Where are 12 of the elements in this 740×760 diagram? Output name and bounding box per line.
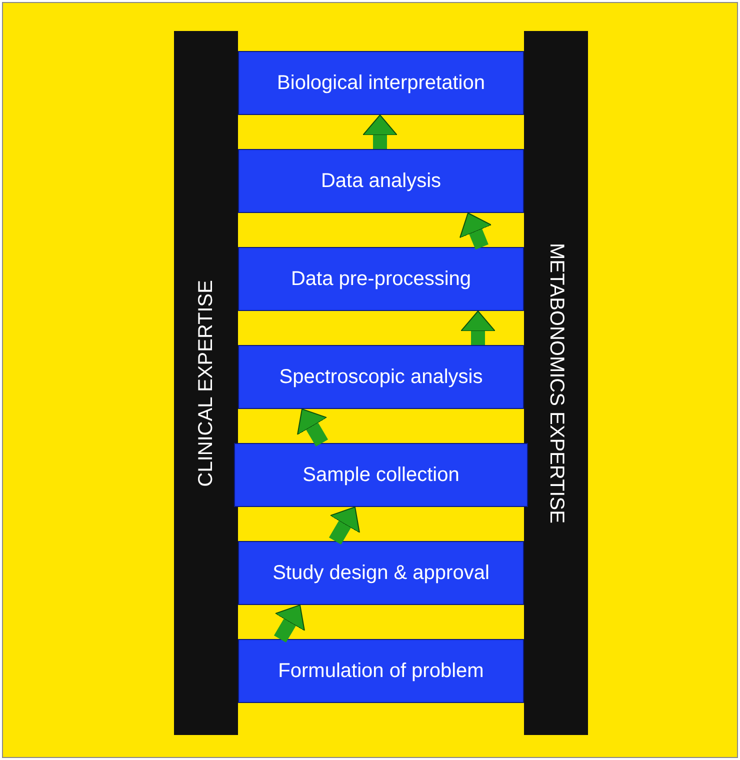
arrow xyxy=(362,114,398,149)
step-box: Sample collection xyxy=(234,443,528,507)
expertise-bar: CLINICAL EXPERTISE xyxy=(174,31,238,735)
step-box: Data pre-processing xyxy=(238,247,524,311)
step-box: Spectroscopic analysis xyxy=(238,345,524,409)
step-box: Formulation of problem xyxy=(238,639,524,703)
step-box: Biological interpretation xyxy=(238,51,524,115)
arrow xyxy=(460,310,496,345)
expertise-bar: METABONOMICS EXPERTISE xyxy=(524,31,588,735)
step-box: Data analysis xyxy=(238,149,524,213)
arrow xyxy=(459,210,492,250)
step-box: Study design & approval xyxy=(238,541,524,605)
